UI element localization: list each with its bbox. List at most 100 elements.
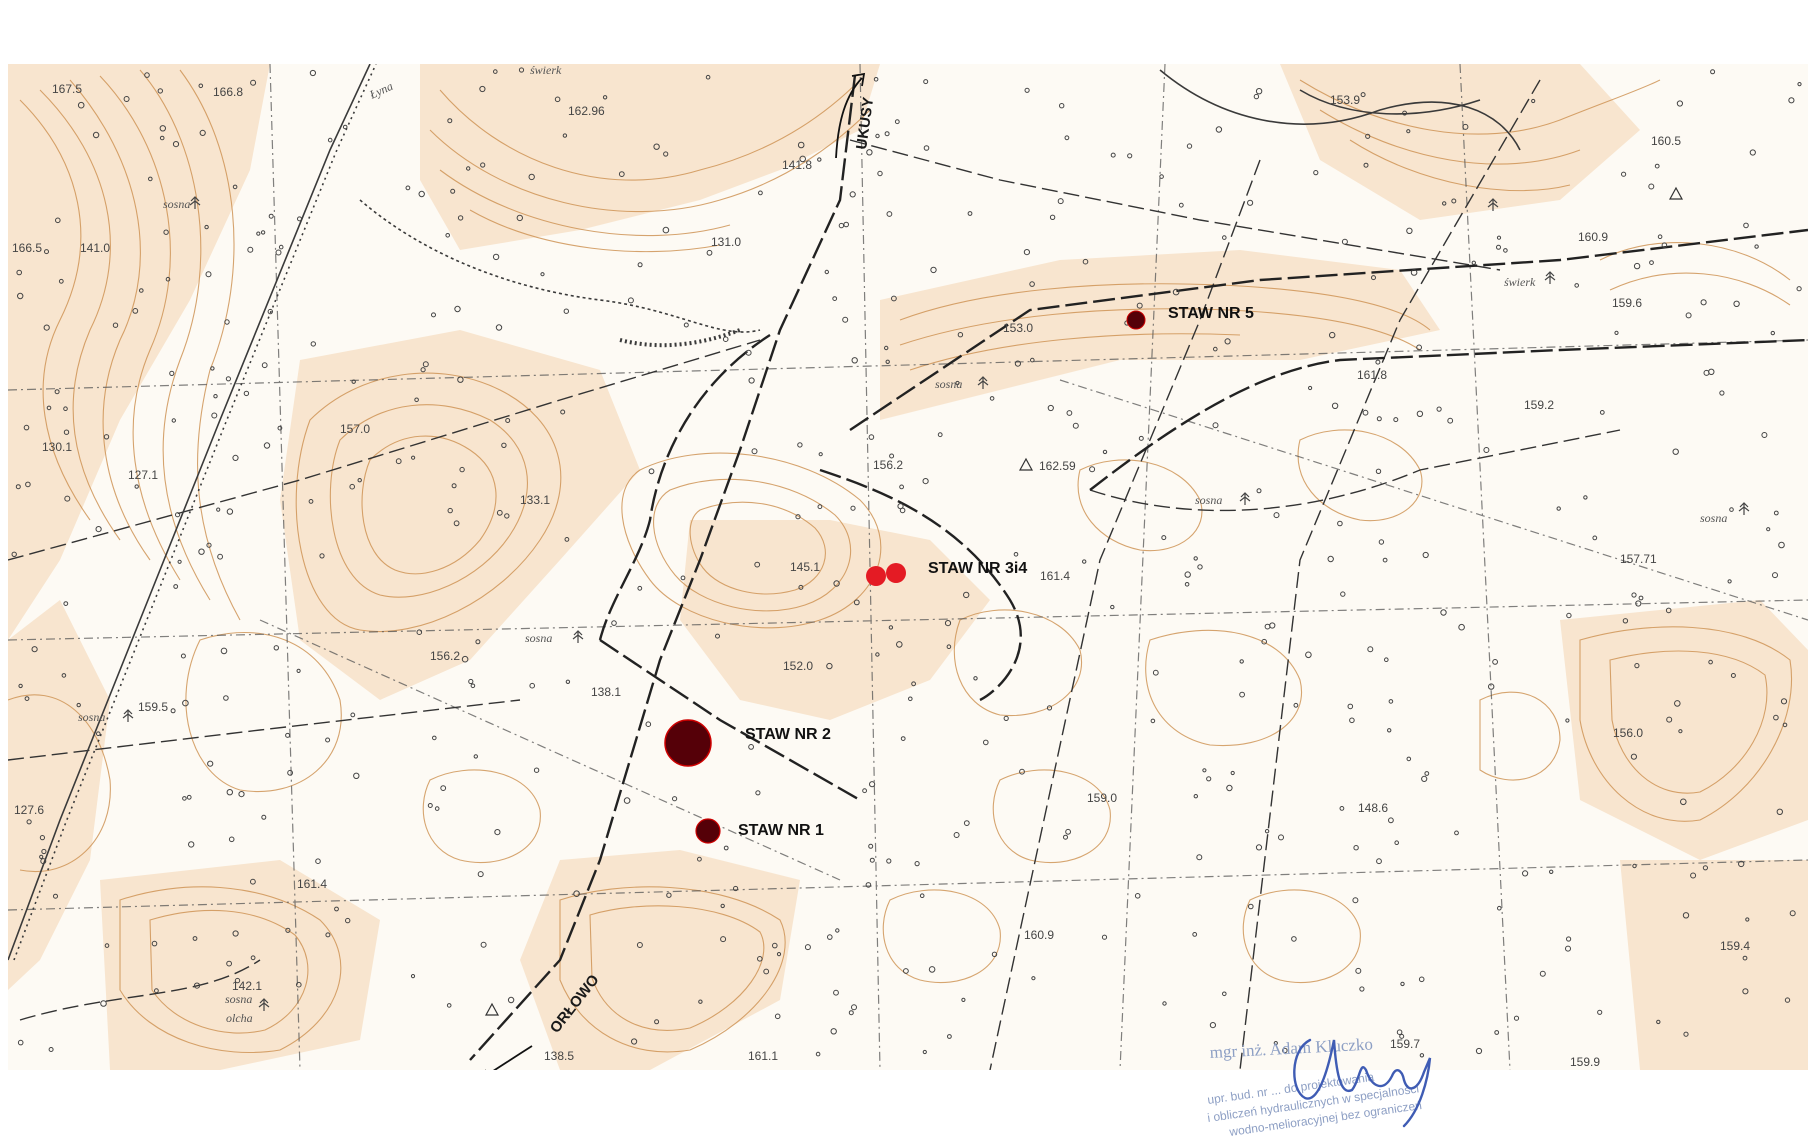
forest-dot [285, 732, 291, 738]
elevation-label: 131.0 [711, 235, 741, 249]
forest-dot [24, 696, 30, 701]
forest-dot [1209, 1022, 1217, 1029]
forest-dot [250, 878, 256, 885]
forest-dot [751, 448, 758, 455]
vegetation-label: świerk [1504, 275, 1536, 289]
forest-dot [17, 292, 24, 300]
forest-dot [817, 504, 823, 510]
forest-dot [554, 96, 561, 103]
tree-symbol-icon [1544, 271, 1556, 284]
forest-dot [1362, 409, 1369, 416]
forest-dot [1522, 870, 1529, 877]
forest-dot [1172, 288, 1180, 296]
forest-dot [1622, 618, 1629, 624]
forest-dot [722, 336, 729, 343]
forest-dot [1656, 1019, 1661, 1025]
forest-dot [186, 794, 192, 800]
forest-dot [1367, 646, 1374, 653]
forest-dot [1193, 556, 1198, 561]
elevation-label: 142.1 [232, 979, 262, 993]
road-direction-ukusy: UKUSY [835, 72, 877, 159]
elevation-label: 162.59 [1039, 459, 1076, 473]
forest-dot [923, 145, 930, 151]
forest-dot [1475, 1047, 1483, 1055]
forest-dot [1788, 97, 1795, 104]
forest-dot [243, 390, 250, 397]
forest-dot [1674, 700, 1681, 707]
forest-dot [1424, 771, 1430, 776]
forest-dot [1049, 214, 1056, 221]
forest-dot [450, 188, 456, 194]
signature [1293, 1038, 1432, 1128]
forest-dot [1264, 829, 1270, 834]
forest-dot [849, 191, 856, 198]
forest-dot [416, 629, 423, 636]
forest-dot [418, 190, 425, 198]
forest-dot [1471, 260, 1477, 265]
forest-dot [39, 854, 44, 860]
forest-dot [922, 478, 929, 485]
forest-dot [1213, 346, 1218, 352]
forest-dot [1513, 1015, 1520, 1021]
forest-dot [1150, 718, 1156, 724]
forest-symbol-dots [11, 67, 1802, 1058]
forest-dot [835, 928, 840, 933]
forest-dot [1406, 756, 1412, 762]
forest-dot [1197, 564, 1203, 570]
forest-dot [204, 224, 209, 230]
tree-symbol-icon [977, 376, 989, 389]
forest-dot [247, 246, 254, 253]
forest-dot [868, 434, 875, 440]
forest-dot [1492, 659, 1498, 665]
forest-dot [1247, 199, 1254, 206]
forest-dot [1184, 582, 1190, 587]
vegetation-label: sosna [1700, 511, 1727, 525]
forest-dot [715, 633, 720, 639]
elevation-label: 161.4 [297, 877, 327, 891]
forest-dot [473, 754, 478, 759]
tree-symbol-icon [258, 998, 270, 1011]
vegetation-label: sosna [225, 992, 252, 1006]
forest-dot [1496, 244, 1501, 250]
forest-dot [1462, 123, 1469, 130]
forest-dot [285, 927, 291, 933]
forest-dot [1497, 905, 1502, 911]
forest-dot [25, 481, 31, 488]
forest-dot [1387, 728, 1392, 733]
forest-dot [327, 137, 333, 143]
forest-dot [1393, 417, 1399, 423]
forest-dot [1337, 520, 1343, 527]
forest-dot [563, 308, 569, 314]
forest-dot [261, 814, 267, 820]
forest-dot [1440, 609, 1447, 616]
forest-dot [1388, 699, 1394, 704]
forest-dot [480, 941, 487, 948]
forest-dot [1784, 997, 1791, 1003]
forest-dot [103, 434, 110, 440]
forest-dot [1349, 717, 1355, 724]
forest-dot [706, 249, 713, 256]
terrain-fill [8, 64, 1808, 1070]
forest-dot [226, 789, 234, 796]
forest-dot [1566, 612, 1572, 619]
forest-dot [838, 222, 845, 229]
pond-label-2: STAW NR 2 [745, 726, 831, 743]
forest-dot [466, 166, 471, 171]
forest-dot [198, 548, 205, 555]
forest-dot [1406, 227, 1413, 235]
forest-dot [869, 857, 875, 863]
forest-dot [1685, 312, 1692, 319]
forest-dot [1024, 87, 1030, 93]
forest-dot [666, 892, 672, 898]
forest-dot [798, 584, 804, 590]
forest-dot [947, 1034, 952, 1039]
forest-dot [919, 893, 925, 899]
forest-dot [1047, 404, 1054, 412]
forest-dot [900, 736, 906, 741]
forest-dot [1339, 806, 1345, 811]
forest-dot [886, 211, 893, 217]
forest-dot [723, 845, 729, 851]
forest-dot [223, 695, 229, 701]
forest-dot [1110, 152, 1116, 158]
